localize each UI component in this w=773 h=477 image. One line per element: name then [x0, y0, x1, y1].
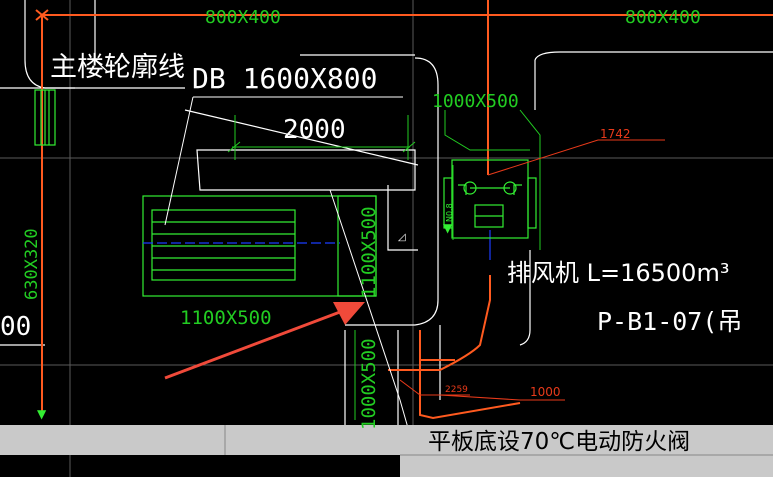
vertical-630x320: 630X320 — [22, 228, 42, 300]
bottom-left-arrow-icon: ▼ — [37, 407, 47, 421]
vertical-1100x500: 1100X500 — [358, 206, 380, 298]
top-left-duct-size: 800X400 — [205, 7, 281, 28]
fan-box-text: N0.8 — [445, 203, 454, 222]
annotation-arrow — [164, 302, 365, 380]
fire-damper-note: 平板底设70℃电动防火阀 — [428, 429, 690, 455]
tag-1742: 1742 — [600, 127, 631, 141]
left-partial-text: 00 — [0, 312, 31, 342]
left-louver — [34, 89, 56, 146]
main-pipe — [41, 0, 773, 420]
fan-label: 排风机 L=16500m³ — [507, 259, 729, 287]
db-leader — [164, 96, 421, 471]
tag-2259: 2259 — [445, 385, 468, 395]
small-triangle-icon: ◿ — [398, 232, 406, 243]
exhaust-fan — [443, 159, 537, 239]
db-label: DB 1600X800 — [192, 62, 377, 95]
horizontal-1100x500: 1100X500 — [180, 307, 272, 329]
corner-marker — [35, 9, 49, 21]
leader-lines — [399, 139, 665, 401]
vertical-1000x500: 1000X500 — [358, 338, 380, 430]
tag-1000: 1000 — [530, 385, 561, 399]
dimension-2000: 2000 — [283, 115, 346, 145]
fan-direction-icon: ▼ — [443, 221, 453, 235]
bottom-overlay — [0, 425, 773, 477]
fan-code: P-B1-07(吊 — [597, 307, 742, 336]
dimension-lines — [227, 109, 541, 420]
top-right-duct-size: 800X400 — [625, 7, 701, 28]
duct-1000x500: 1000X500 — [432, 91, 519, 112]
outline-label: 主楼轮廓线 — [50, 52, 185, 83]
air-handling-unit — [142, 195, 377, 297]
